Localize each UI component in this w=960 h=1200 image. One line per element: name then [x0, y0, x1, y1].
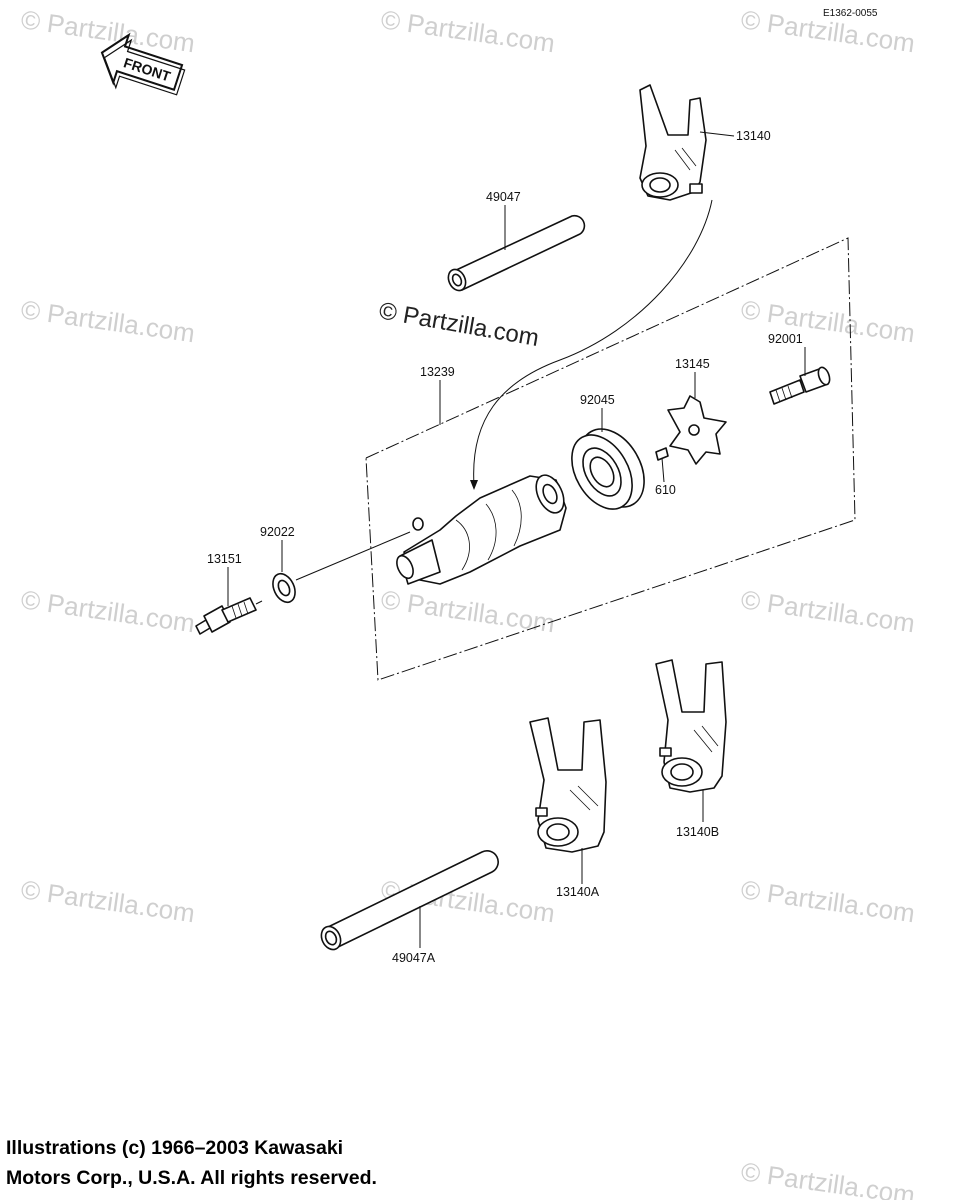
watermark-4: © Partzilla.com — [19, 294, 197, 348]
label-49047: 49047 — [486, 190, 521, 204]
watermark-12: © Partzilla.com — [739, 1156, 917, 1200]
pin — [655, 447, 669, 461]
watermark-center: © Partzilla.com — [377, 297, 541, 352]
copyright-line-1: Illustrations (c) 1966–2003 Kawasaki — [6, 1137, 344, 1159]
leader-13140 — [699, 131, 735, 137]
neutral-switch — [195, 597, 263, 635]
label-49047A: 49047A — [392, 951, 436, 965]
label-610: 610 — [655, 483, 676, 497]
shift-drum — [396, 474, 567, 585]
label-13140: 13140 — [736, 129, 771, 143]
shift-fork-top — [639, 84, 707, 201]
watermark-6: © Partzilla.com — [19, 584, 197, 638]
label-13140A: 13140A — [556, 885, 600, 899]
watermark-8: © Partzilla.com — [739, 584, 917, 638]
shift-fork-b — [655, 659, 727, 793]
watermark-7: © Partzilla.com — [379, 584, 557, 638]
watermark-2: © Partzilla.com — [379, 4, 557, 58]
front-arrow-icon: FRONT — [100, 32, 186, 96]
fork-to-drum-curve — [473, 199, 713, 486]
watermark-11: © Partzilla.com — [739, 874, 917, 928]
shift-drum-plate — [667, 395, 727, 465]
washer-to-drum-line — [295, 531, 411, 581]
rod-bottom — [320, 850, 499, 951]
label-13239: 13239 — [420, 365, 455, 379]
bolt — [769, 366, 831, 405]
watermark-9: © Partzilla.com — [19, 874, 197, 928]
ball-bearing — [571, 428, 645, 510]
label-13145: 13145 — [675, 357, 710, 371]
label-13151: 13151 — [207, 552, 242, 566]
curve-arrowhead — [470, 480, 478, 490]
copyright-footer: Illustrations (c) 1966–2003 Kawasaki Mot… — [6, 1133, 377, 1193]
label-92001: 92001 — [768, 332, 803, 346]
watermark-5: © Partzilla.com — [739, 294, 917, 348]
leader-610 — [661, 457, 665, 483]
rod-top — [447, 214, 586, 292]
label-92045: 92045 — [580, 393, 615, 407]
washer — [272, 572, 296, 604]
label-13140B: 13140B — [676, 825, 719, 839]
reference-code: E1362-0055 — [823, 8, 878, 19]
copyright-line-2: Motors Corp., U.S.A. All rights reserved… — [6, 1167, 377, 1189]
assembly-boundary — [365, 237, 856, 681]
shift-fork-a — [529, 717, 607, 853]
label-92022: 92022 — [260, 525, 295, 539]
watermarks: © Partzilla.com © Partzilla.com © Partzi… — [19, 4, 917, 1200]
